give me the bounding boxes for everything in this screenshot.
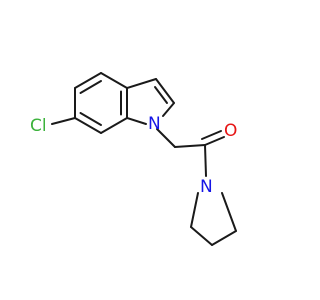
pyrrole-ring bbox=[126, 78, 175, 125]
molecule-canvas: Cl N O N bbox=[30, 72, 237, 246]
atom-n-pyrrolidine-label: N bbox=[200, 177, 213, 197]
bond bbox=[74, 117, 102, 134]
bond-c-cl bbox=[51, 117, 76, 125]
bond bbox=[155, 78, 175, 104]
bond bbox=[221, 192, 237, 232]
double-bond-inner bbox=[154, 86, 168, 104]
double-bond-inner bbox=[79, 80, 102, 94]
pyrrolidine-ring bbox=[190, 192, 237, 246]
bond bbox=[211, 230, 237, 246]
bond bbox=[74, 72, 102, 89]
bond bbox=[162, 102, 175, 117]
bond bbox=[204, 144, 207, 177]
side-chain bbox=[156, 128, 225, 177]
double-bond-co bbox=[201, 130, 222, 140]
bond bbox=[174, 144, 206, 148]
structure-diagram: Cl N O N bbox=[30, 72, 237, 246]
double-bond-inner bbox=[79, 112, 102, 126]
bond bbox=[100, 72, 128, 89]
bond bbox=[126, 78, 157, 89]
bond bbox=[190, 192, 199, 228]
bond bbox=[190, 226, 213, 246]
bond bbox=[156, 128, 176, 148]
benzene-ring bbox=[74, 72, 128, 134]
atom-cl-label: Cl bbox=[30, 116, 47, 136]
atom-o-label: O bbox=[224, 121, 237, 141]
bond bbox=[126, 117, 147, 125]
double-bond-co bbox=[204, 136, 225, 146]
atom-n-indole-label: N bbox=[148, 114, 161, 134]
bond bbox=[100, 117, 128, 134]
